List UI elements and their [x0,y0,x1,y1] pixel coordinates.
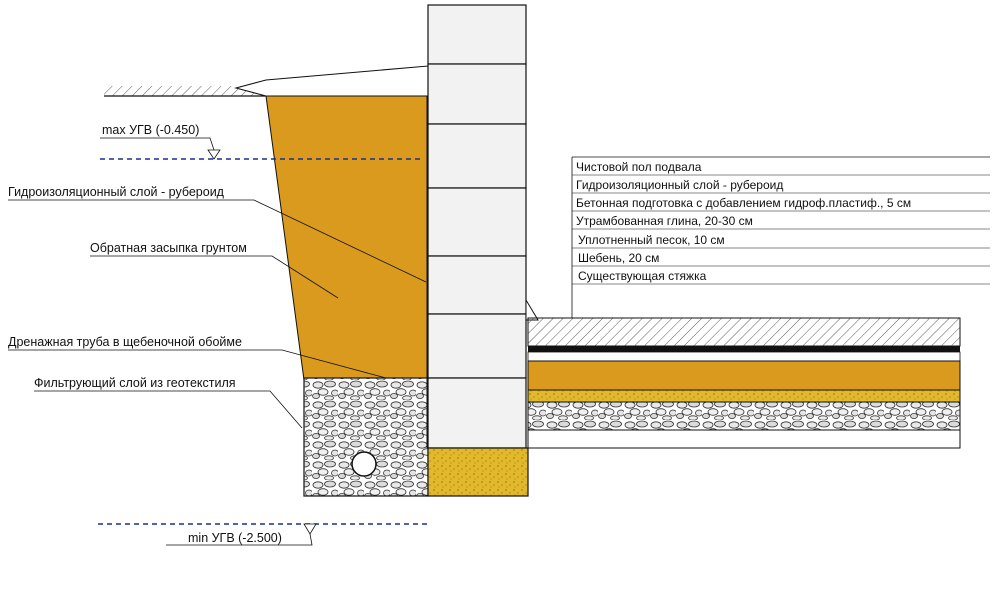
gravel-envelope [303,377,429,497]
waterproof-label: Гидроизоляционный слой - рубероид [8,185,225,199]
geotextile-label: Фильтрующий слой из геотекстиля [34,376,236,390]
max-water-level: max УГВ (-0.450) [100,123,420,160]
concrete-prep-layer [527,351,961,362]
legend-item: Утрамбованная глина, 20-30 см [576,214,753,228]
legend-item: Существующая стяжка [578,269,707,283]
waterproof-layer-floor [528,346,960,352]
floor-layers [527,317,961,449]
sand-layer [527,389,961,403]
min-ugv-label: min УГВ (-2.500) [188,531,282,545]
backfill-label: Обратная засыпка грунтом [90,241,247,255]
layers-legend: Чистовой пол подвала Гидроизоляционный с… [571,156,990,318]
gravel-layer [527,401,961,431]
legend-item: Бетонная подготовка с добавлением гидроф… [576,196,911,210]
drain-pipe [351,451,377,477]
existing-screed-layer [527,429,961,449]
legend-item: Уплотненный песок, 10 см [578,233,725,247]
backfill-soil [265,95,429,381]
wall-fillet [525,298,539,321]
legend-item: Чистовой пол подвала [576,160,702,174]
legend-item: Гидроизоляционный слой - рубероид [576,178,783,192]
min-water-level: min УГВ (-2.500) [98,523,430,546]
clay-layer [527,360,961,391]
drain-label: Дренажная труба в щебеночной обойме [8,335,242,349]
foundation-wall [427,4,527,449]
max-ugv-label: max УГВ (-0.450) [102,123,199,137]
legend-item: Шебень, 20 см [578,251,659,265]
blind-area [234,65,429,97]
sand-cushion [427,447,529,497]
left-annotations: Гидроизоляционный слой - рубероид Обратн… [8,185,427,429]
finish-floor-layer [527,317,961,347]
ground-surface [104,86,266,97]
